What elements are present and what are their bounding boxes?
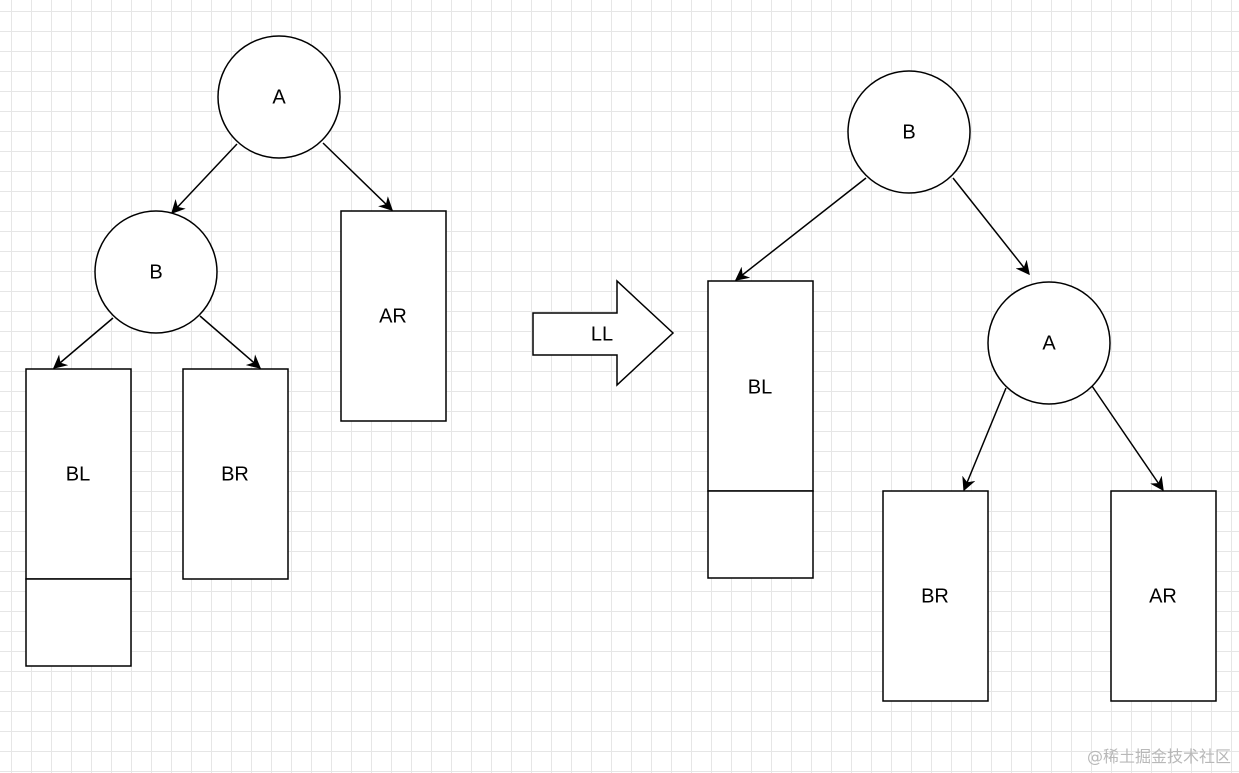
- edge-a-to-ar-after: [1091, 385, 1164, 492]
- subtree-bl-label: BL: [66, 463, 90, 485]
- rotation-arrow: LL: [532, 279, 675, 387]
- node-b[interactable]: B: [94, 210, 218, 334]
- node-a-label: A: [272, 86, 286, 108]
- subtree-ar-after-label: AR: [1149, 585, 1177, 607]
- tree-after-rotation: B A BL BR AR: [707, 70, 1217, 702]
- node-b-after[interactable]: B: [847, 70, 971, 194]
- subtree-br[interactable]: BR: [182, 368, 289, 580]
- watermark: @稀土掘金技术社区: [1086, 747, 1231, 766]
- tree-before-rotation: A B AR BL BR: [25, 35, 447, 667]
- node-b-label: B: [149, 261, 162, 283]
- node-b-after-label: B: [902, 121, 915, 143]
- subtree-bl[interactable]: BL: [25, 368, 132, 667]
- subtree-br-label: BR: [221, 463, 249, 485]
- edge-b-to-bl: [52, 317, 114, 369]
- subtree-bl-after-label: BL: [748, 376, 772, 398]
- edge-b-to-a-after: [952, 177, 1030, 276]
- node-a-after[interactable]: A: [987, 281, 1111, 405]
- subtree-ar-label: AR: [379, 305, 407, 327]
- subtree-br-after[interactable]: BR: [882, 490, 989, 702]
- edge-a-to-br-after: [962, 387, 1007, 492]
- edge-b-to-br: [199, 315, 262, 369]
- subtree-ar[interactable]: AR: [340, 210, 447, 422]
- node-a[interactable]: A: [217, 35, 341, 159]
- node-a-after-label: A: [1042, 332, 1056, 354]
- subtree-ar-after[interactable]: AR: [1110, 490, 1217, 702]
- edge-b-to-bl-after: [734, 177, 867, 281]
- rotation-label: LL: [591, 323, 613, 345]
- subtree-bl-after[interactable]: BL: [707, 280, 814, 579]
- subtree-br-after-label: BR: [921, 585, 949, 607]
- edge-a-to-ar: [322, 142, 394, 211]
- subtree-bl-extra-level: [25, 578, 132, 667]
- subtree-bl-after-extra-level: [707, 490, 814, 579]
- edge-a-to-b: [171, 143, 238, 215]
